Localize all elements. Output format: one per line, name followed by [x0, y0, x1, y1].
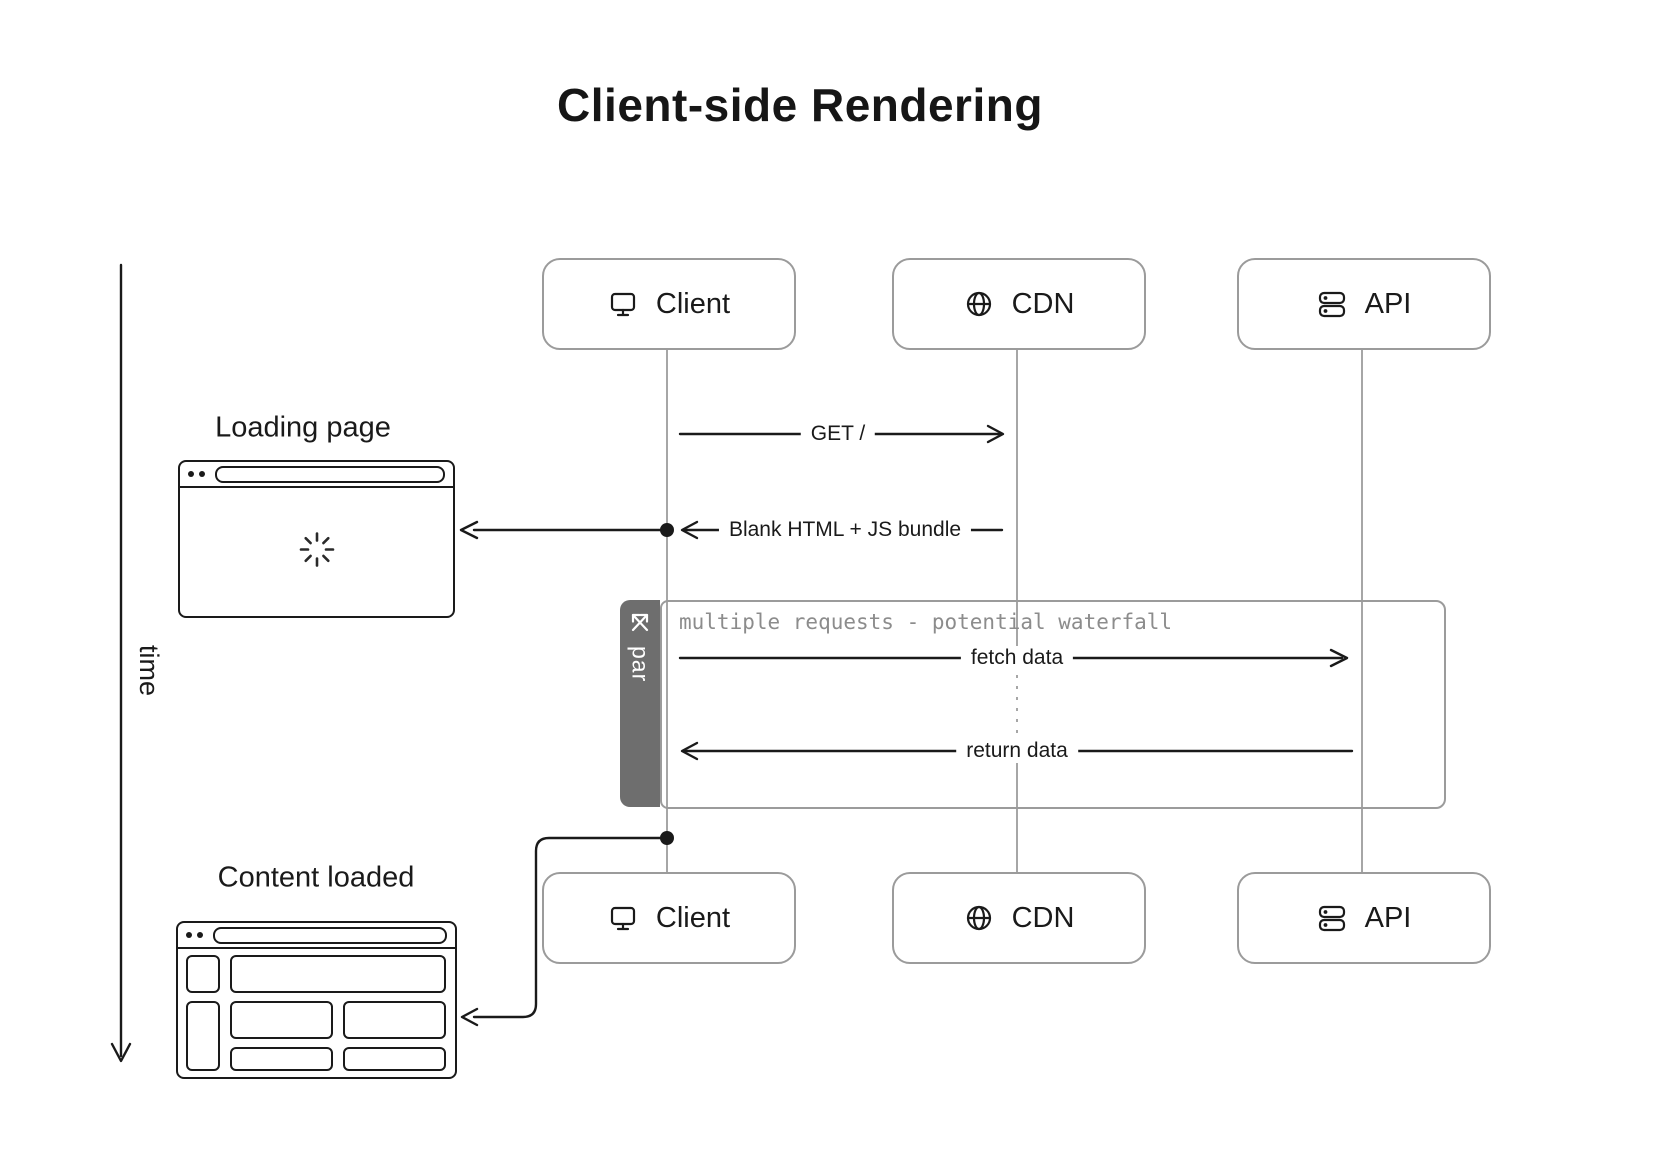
par-block-frame	[660, 600, 1446, 809]
actor-label: API	[1364, 287, 1412, 320]
spinner-icon	[299, 532, 334, 567]
actor-label: CDN	[1011, 287, 1075, 320]
monitor-icon	[610, 292, 636, 317]
wireframe-content-block	[230, 1047, 333, 1071]
wireframe-content-block	[343, 1001, 446, 1039]
loading-spinner	[294, 527, 340, 578]
par-block-label: par	[627, 646, 654, 683]
globe-icon	[966, 291, 991, 317]
time-axis-arrow	[110, 263, 132, 1063]
browser-content	[178, 949, 455, 1077]
message-label-blank-html: Blank HTML + JS bundle	[718, 518, 972, 542]
loading-page-arrow	[459, 520, 669, 540]
wireframe-hero-block	[230, 955, 446, 993]
time-axis-label: time	[134, 645, 164, 697]
content-loaded-label: Content loaded	[217, 861, 415, 894]
actor-cdn-top: CDN	[892, 258, 1146, 350]
globe-icon	[966, 905, 991, 931]
server-icon	[1318, 905, 1345, 932]
browser-content	[180, 488, 453, 616]
actor-label: API	[1364, 901, 1412, 934]
actor-client-bottom: Client	[542, 872, 796, 964]
actor-label: CDN	[1011, 901, 1075, 934]
wireframe-content-block	[230, 1001, 333, 1039]
loading-page-browser	[178, 460, 455, 618]
monitor-icon	[610, 906, 636, 931]
browser-address-bar	[213, 926, 447, 944]
browser-dot-icon	[199, 471, 205, 477]
actor-label: Client	[655, 901, 731, 934]
browser-address-bar	[215, 465, 445, 483]
actor-label: Client	[655, 287, 731, 320]
wireframe-content-block	[343, 1047, 446, 1071]
content-loaded-arrow	[460, 831, 674, 1027]
crossed-arrows-icon	[631, 613, 649, 632]
message-label-fetch-data: fetch data	[960, 646, 1074, 670]
actor-api-bottom: API	[1237, 872, 1491, 964]
browser-dot-icon	[197, 932, 203, 938]
wireframe-sidebar-block	[186, 1001, 220, 1071]
diagram-title: Client-side Rendering	[557, 79, 1043, 131]
wireframe-sidebar-block	[186, 955, 220, 993]
browser-dot-icon	[186, 932, 192, 938]
message-label-return-data: return data	[956, 739, 1078, 763]
server-icon	[1318, 291, 1345, 318]
message-label-get: GET /	[800, 422, 876, 446]
browser-top-bar	[178, 923, 455, 949]
par-block-note: multiple requests - potential waterfall	[679, 610, 1173, 634]
browser-dot-icon	[188, 471, 194, 477]
loading-page-label: Loading page	[215, 411, 391, 444]
browser-top-bar	[180, 462, 453, 488]
content-loaded-browser	[176, 921, 457, 1079]
actor-api-top: API	[1237, 258, 1491, 350]
par-block-tab: par	[620, 600, 660, 807]
actor-client-top: Client	[542, 258, 796, 350]
actor-cdn-bottom: CDN	[892, 872, 1146, 964]
